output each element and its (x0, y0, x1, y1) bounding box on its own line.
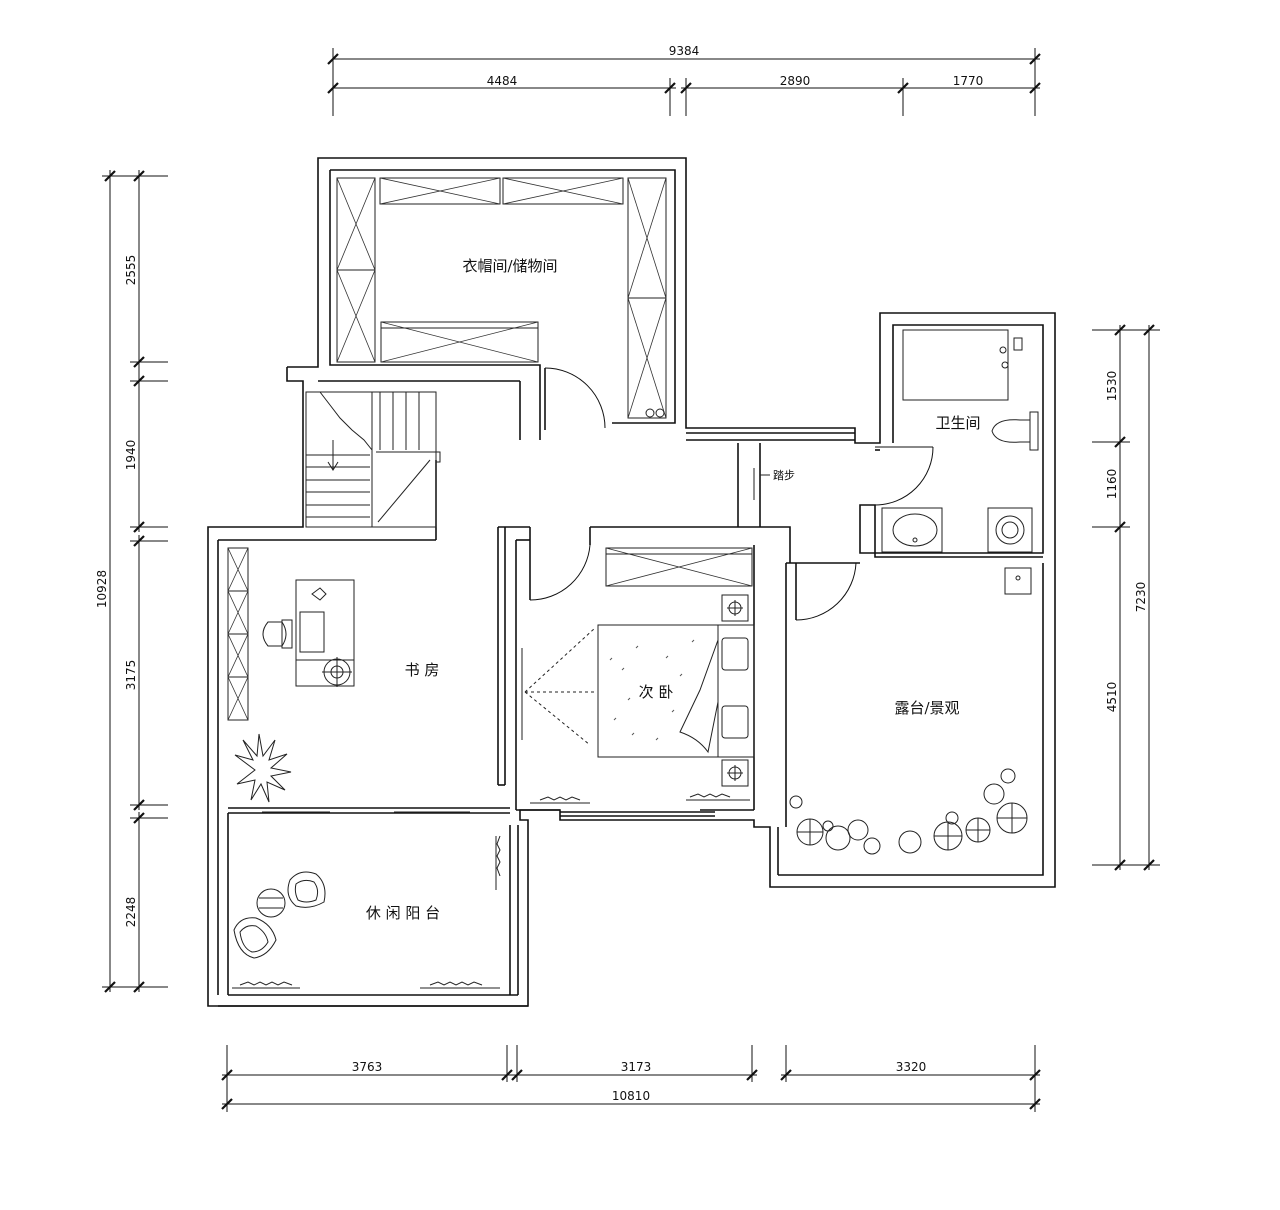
label-cloakroom: 衣帽间/储物间 (462, 257, 557, 275)
dim-bottom-total: 10810 (612, 1089, 650, 1103)
cloakroom-wardrobes (336, 177, 667, 419)
label-terrace: 露台/景观 (894, 699, 959, 717)
dim-top-seg-3: 1770 (953, 74, 984, 88)
dim-left-seg-4: 2248 (124, 897, 138, 928)
dim-right-seg-2: 1160 (1105, 469, 1119, 500)
step-label: 踏步 (773, 468, 795, 482)
study-plant (234, 733, 292, 803)
dim-right-total: 7230 (1134, 582, 1148, 613)
dim-bottom-seg-1: 3763 (352, 1060, 383, 1074)
bedroom-furniture (521, 547, 755, 804)
label-study: 书 房 (405, 661, 440, 679)
doors (529, 367, 934, 621)
dim-left-seg-3: 3175 (124, 660, 138, 691)
dim-right-seg-1: 1530 (1105, 371, 1119, 402)
dim-bottom-seg-3: 3320 (896, 1060, 927, 1074)
label-second-bedroom: 次 卧 (639, 683, 674, 701)
dim-left-total: 10928 (95, 570, 109, 608)
dimension-left: 10928 2555 1940 3175 2248 (95, 170, 168, 993)
stairs (305, 391, 441, 528)
dimension-top: 9384 4484 2890 1770 (327, 44, 1041, 116)
room-labels: 衣帽间/储物间 卫生间 书 房 次 卧 露台/景观 休 闲 阳 台 (366, 257, 981, 922)
dimension-bottom: 3763 3173 3320 10810 (221, 1045, 1041, 1112)
dim-top-seg-2: 2890 (780, 74, 811, 88)
study-furniture (227, 547, 355, 721)
dim-top-seg-1: 4484 (487, 74, 518, 88)
dim-top-total: 9384 (669, 44, 700, 58)
dim-left-seg-1: 2555 (124, 255, 138, 286)
step-marker: 踏步 (753, 468, 795, 500)
bathroom-fixtures (881, 329, 1039, 595)
dimension-right: 1530 1160 4510 7230 (1092, 324, 1160, 871)
balcony-furniture (232, 835, 501, 989)
dim-bottom-seg-2: 3173 (621, 1060, 652, 1074)
dim-right-seg-3: 4510 (1105, 682, 1119, 713)
label-balcony: 休 闲 阳 台 (366, 904, 440, 922)
terrace-plants (789, 768, 1028, 855)
dim-left-seg-2: 1940 (124, 440, 138, 471)
walls (207, 157, 1056, 1007)
label-bathroom: 卫生间 (935, 414, 980, 432)
